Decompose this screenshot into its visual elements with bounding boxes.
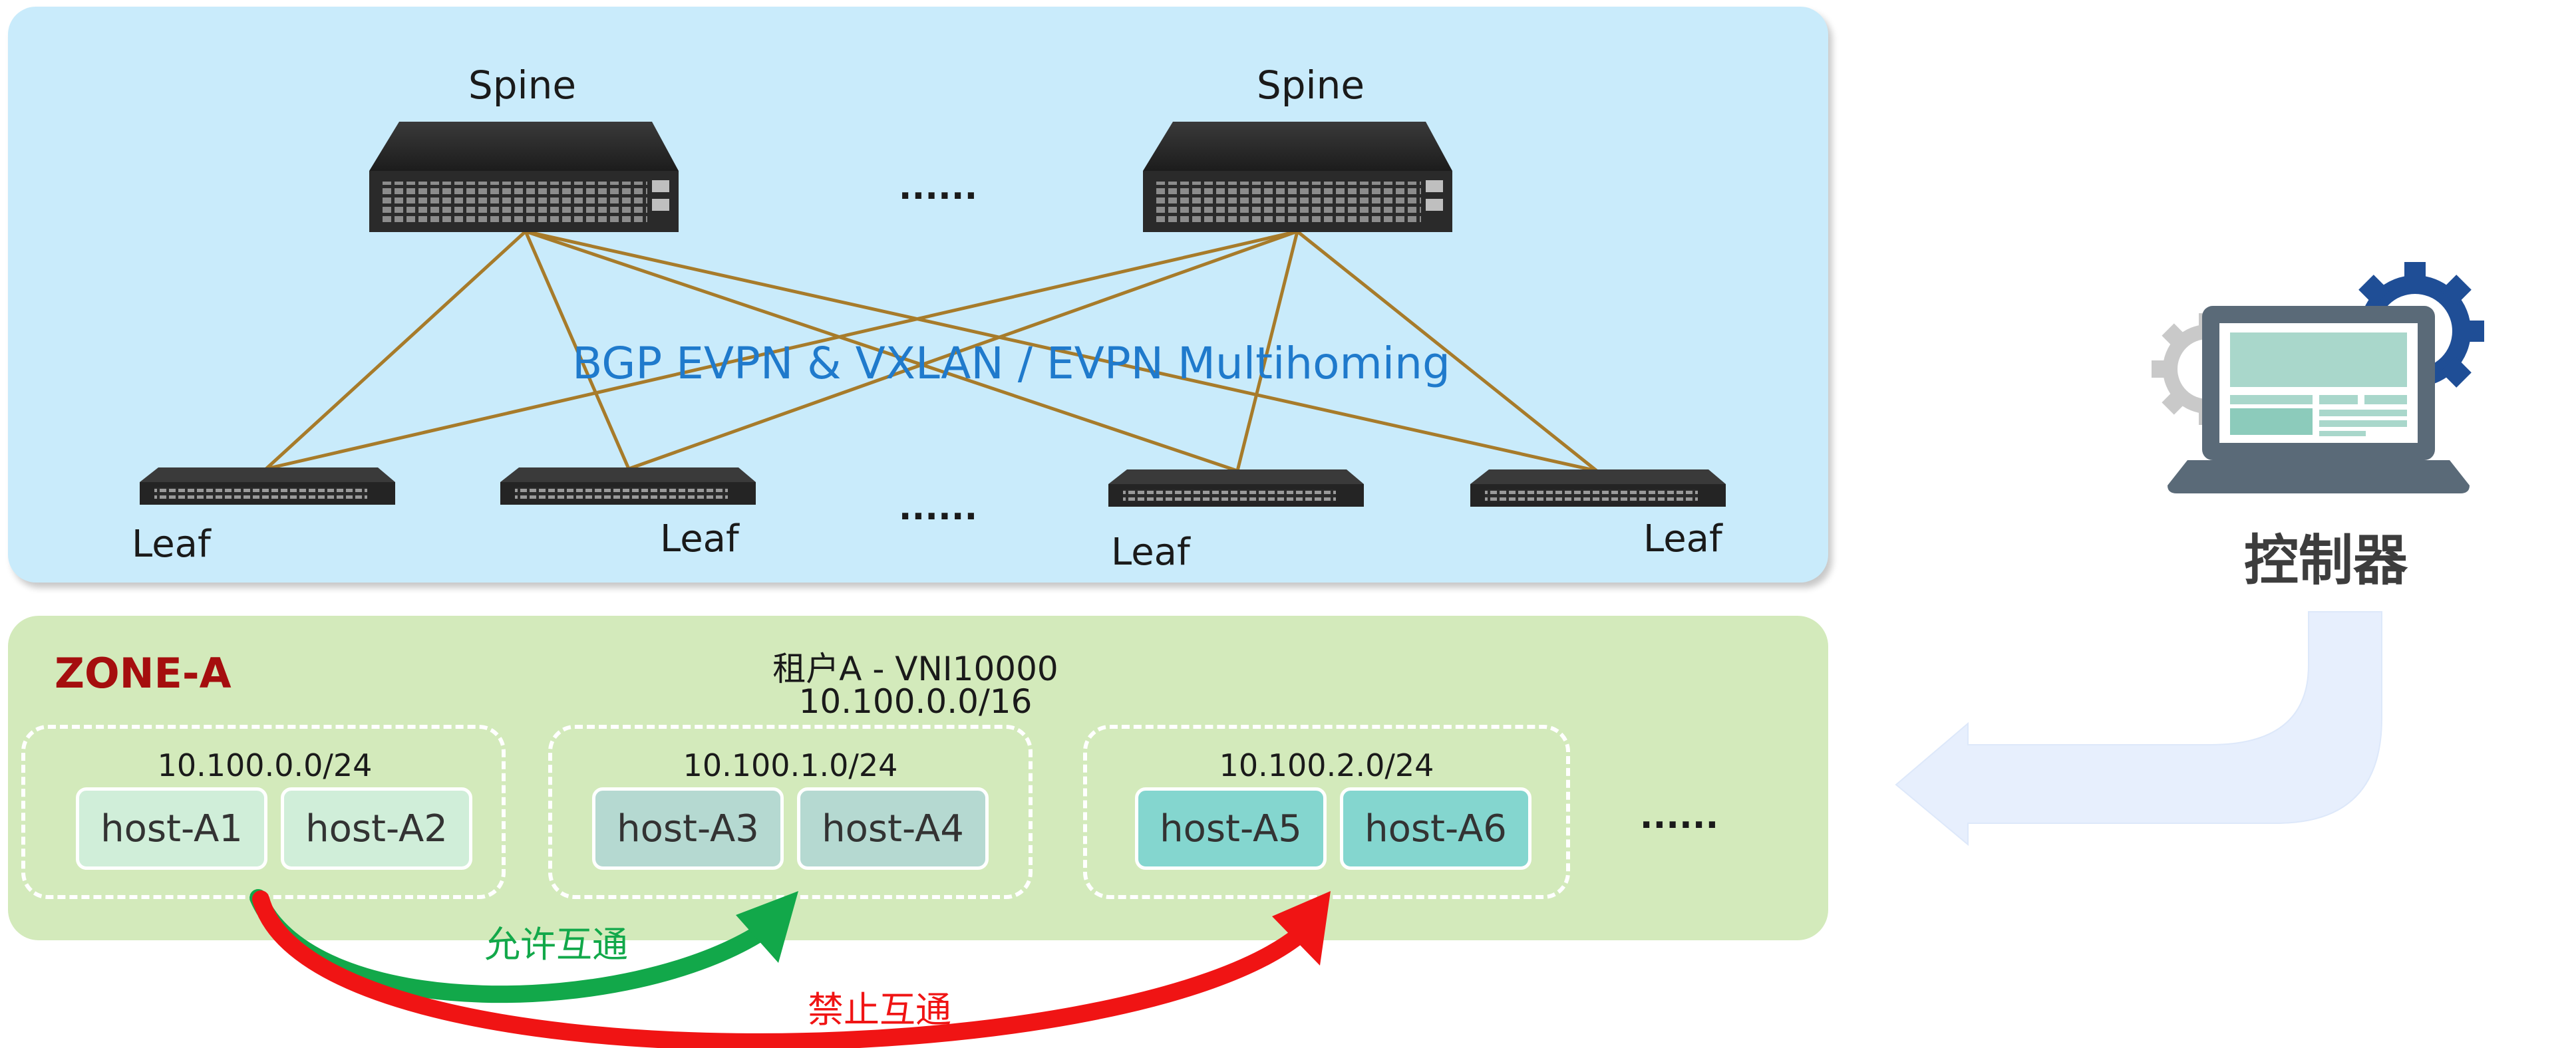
tenant-cidr: 10.100.0.0/16 [798,682,1033,721]
host-a5[interactable]: host-A5 [1135,787,1327,870]
link-s1-l4 [525,229,1597,473]
link-s2-l4 [1296,230,1598,472]
leaf-label-3: Leaf [1111,531,1190,574]
leaf-ellipsis: ...... [898,488,978,528]
spine-switch-1 [369,122,679,232]
link-s2-l2 [628,229,1298,471]
allow-label: 允许互通 [484,924,628,966]
spine-ellipsis: ...... [898,168,978,207]
deny-arrow [252,890,1331,1048]
link-s1-l1 [265,230,527,470]
leaf-label-1: Leaf [132,523,211,566]
spine-switch-2 [1143,122,1452,232]
host-a4[interactable]: host-A4 [797,787,989,870]
leaf-switch-1 [140,467,395,505]
host-a3[interactable]: host-A3 [592,787,784,870]
fabric-links [265,229,1598,473]
leaf-switch-4 [1470,469,1726,507]
subnet-cidr-3: 10.100.2.0/24 [1219,747,1434,783]
leaf-switch-2 [500,467,756,505]
host-a6[interactable]: host-A6 [1340,787,1531,870]
link-s1-l3 [525,229,1238,473]
leaf-label-2: Leaf [660,517,739,561]
deny-label: 禁止互通 [808,989,951,1031]
laptop-gear-icon [2152,262,2484,493]
controller-label: 控制器 [2243,529,2408,592]
spine-label-1: Spine [468,63,577,108]
host-a1[interactable]: host-A1 [76,787,267,870]
zone-name: ZONE-A [55,649,232,698]
link-s1-l2 [524,231,631,469]
subnet-cidr-2: 10.100.1.0/24 [683,747,898,783]
subnet-cidr-1: 10.100.0.0/24 [157,747,373,783]
spine-label-2: Spine [1256,63,1365,108]
link-s2-l3 [1235,231,1299,471]
leaf-label-4: Leaf [1643,517,1722,561]
protocol-label: BGP EVPN & VXLAN / EVPN Multihoming [572,338,1450,389]
tenant-label: 租户A - VNI10000 [772,650,1058,688]
zone-ellipsis: ...... [1639,797,1719,837]
controller-arrow [1895,611,2382,847]
host-a2[interactable]: host-A2 [281,787,472,870]
zone-panel [8,616,1828,940]
leaf-switch-3 [1108,469,1364,507]
link-s2-l1 [265,229,1298,471]
